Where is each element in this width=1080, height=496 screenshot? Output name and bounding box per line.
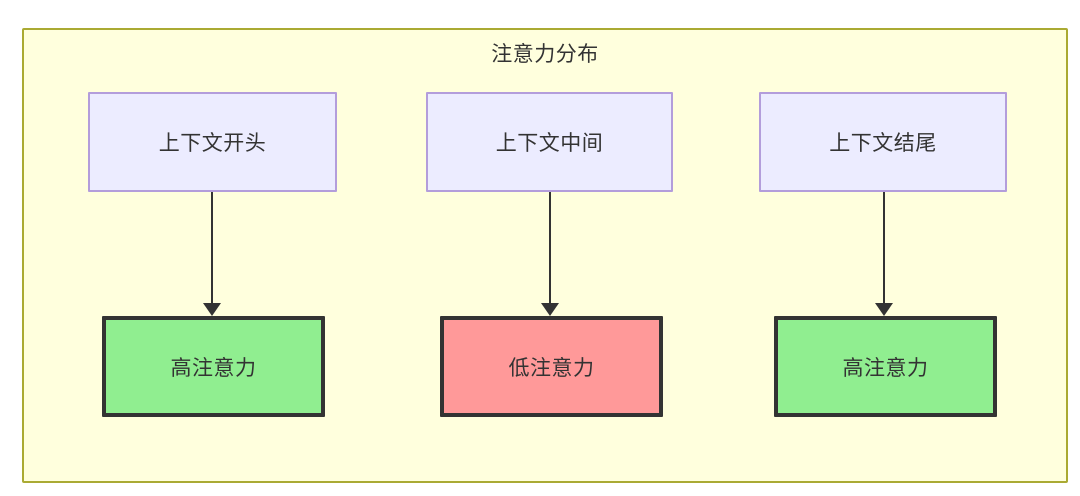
node-label: 高注意力 bbox=[842, 356, 929, 380]
node-ctx-start[interactable]: 上下文开头 bbox=[88, 92, 337, 192]
node-attn-high-end[interactable]: 高注意力 bbox=[774, 316, 997, 417]
node-label: 高注意力 bbox=[170, 356, 257, 380]
node-ctx-middle[interactable]: 上下文中间 bbox=[426, 92, 673, 192]
edge-ctx-end-to-attn-high bbox=[883, 192, 885, 305]
node-attn-high-start[interactable]: 高注意力 bbox=[102, 316, 325, 417]
arrowhead-icon bbox=[875, 303, 893, 316]
arrowhead-icon bbox=[541, 303, 559, 316]
node-label: 上下文中间 bbox=[495, 132, 604, 155]
arrowhead-icon bbox=[203, 303, 221, 316]
node-label: 低注意力 bbox=[508, 356, 595, 380]
edge-ctx-middle-to-attn-low bbox=[549, 192, 551, 305]
node-ctx-end[interactable]: 上下文结尾 bbox=[759, 92, 1007, 192]
subgraph-title: 注意力分布 bbox=[491, 43, 599, 66]
node-label: 上下文开头 bbox=[158, 132, 267, 155]
node-attn-low-middle[interactable]: 低注意力 bbox=[440, 316, 663, 417]
edge-ctx-start-to-attn-high bbox=[211, 192, 213, 305]
node-label: 上下文结尾 bbox=[829, 132, 937, 155]
